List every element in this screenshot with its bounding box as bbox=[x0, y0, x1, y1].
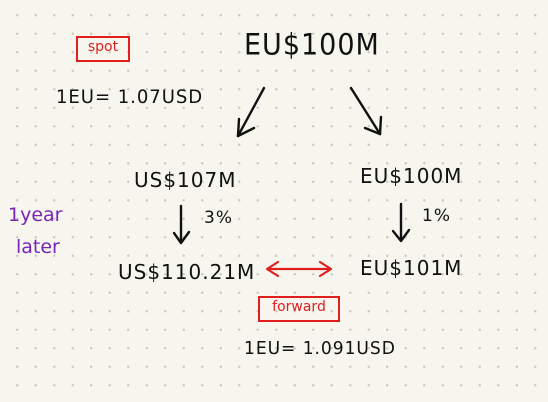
start-amount: EU$100M bbox=[244, 28, 380, 63]
forward-rate: 1EU= 1.091USD bbox=[244, 338, 396, 359]
usd-interest-rate: 3% bbox=[204, 208, 233, 228]
time-label-line1: 1year bbox=[8, 204, 63, 226]
double-arrow-icon bbox=[265, 260, 333, 278]
time-label-line2: later bbox=[16, 236, 60, 258]
eu-amount: EU$100M bbox=[360, 164, 463, 188]
eu-interest-rate: 1% bbox=[422, 206, 451, 226]
eu-result: EU$101M bbox=[360, 256, 463, 280]
arrow-down-left-icon bbox=[236, 86, 266, 138]
spot-rate: 1EU= 1.07USD bbox=[56, 86, 204, 108]
arrow-down-icon bbox=[391, 202, 411, 243]
usd-result: US$110.21M bbox=[118, 260, 256, 284]
usd-amount: US$107M bbox=[134, 168, 237, 192]
spot-label: spot bbox=[76, 36, 130, 62]
arrow-down-icon bbox=[172, 204, 191, 245]
arrow-down-right-icon bbox=[349, 86, 383, 136]
forward-label: forward bbox=[258, 296, 340, 322]
